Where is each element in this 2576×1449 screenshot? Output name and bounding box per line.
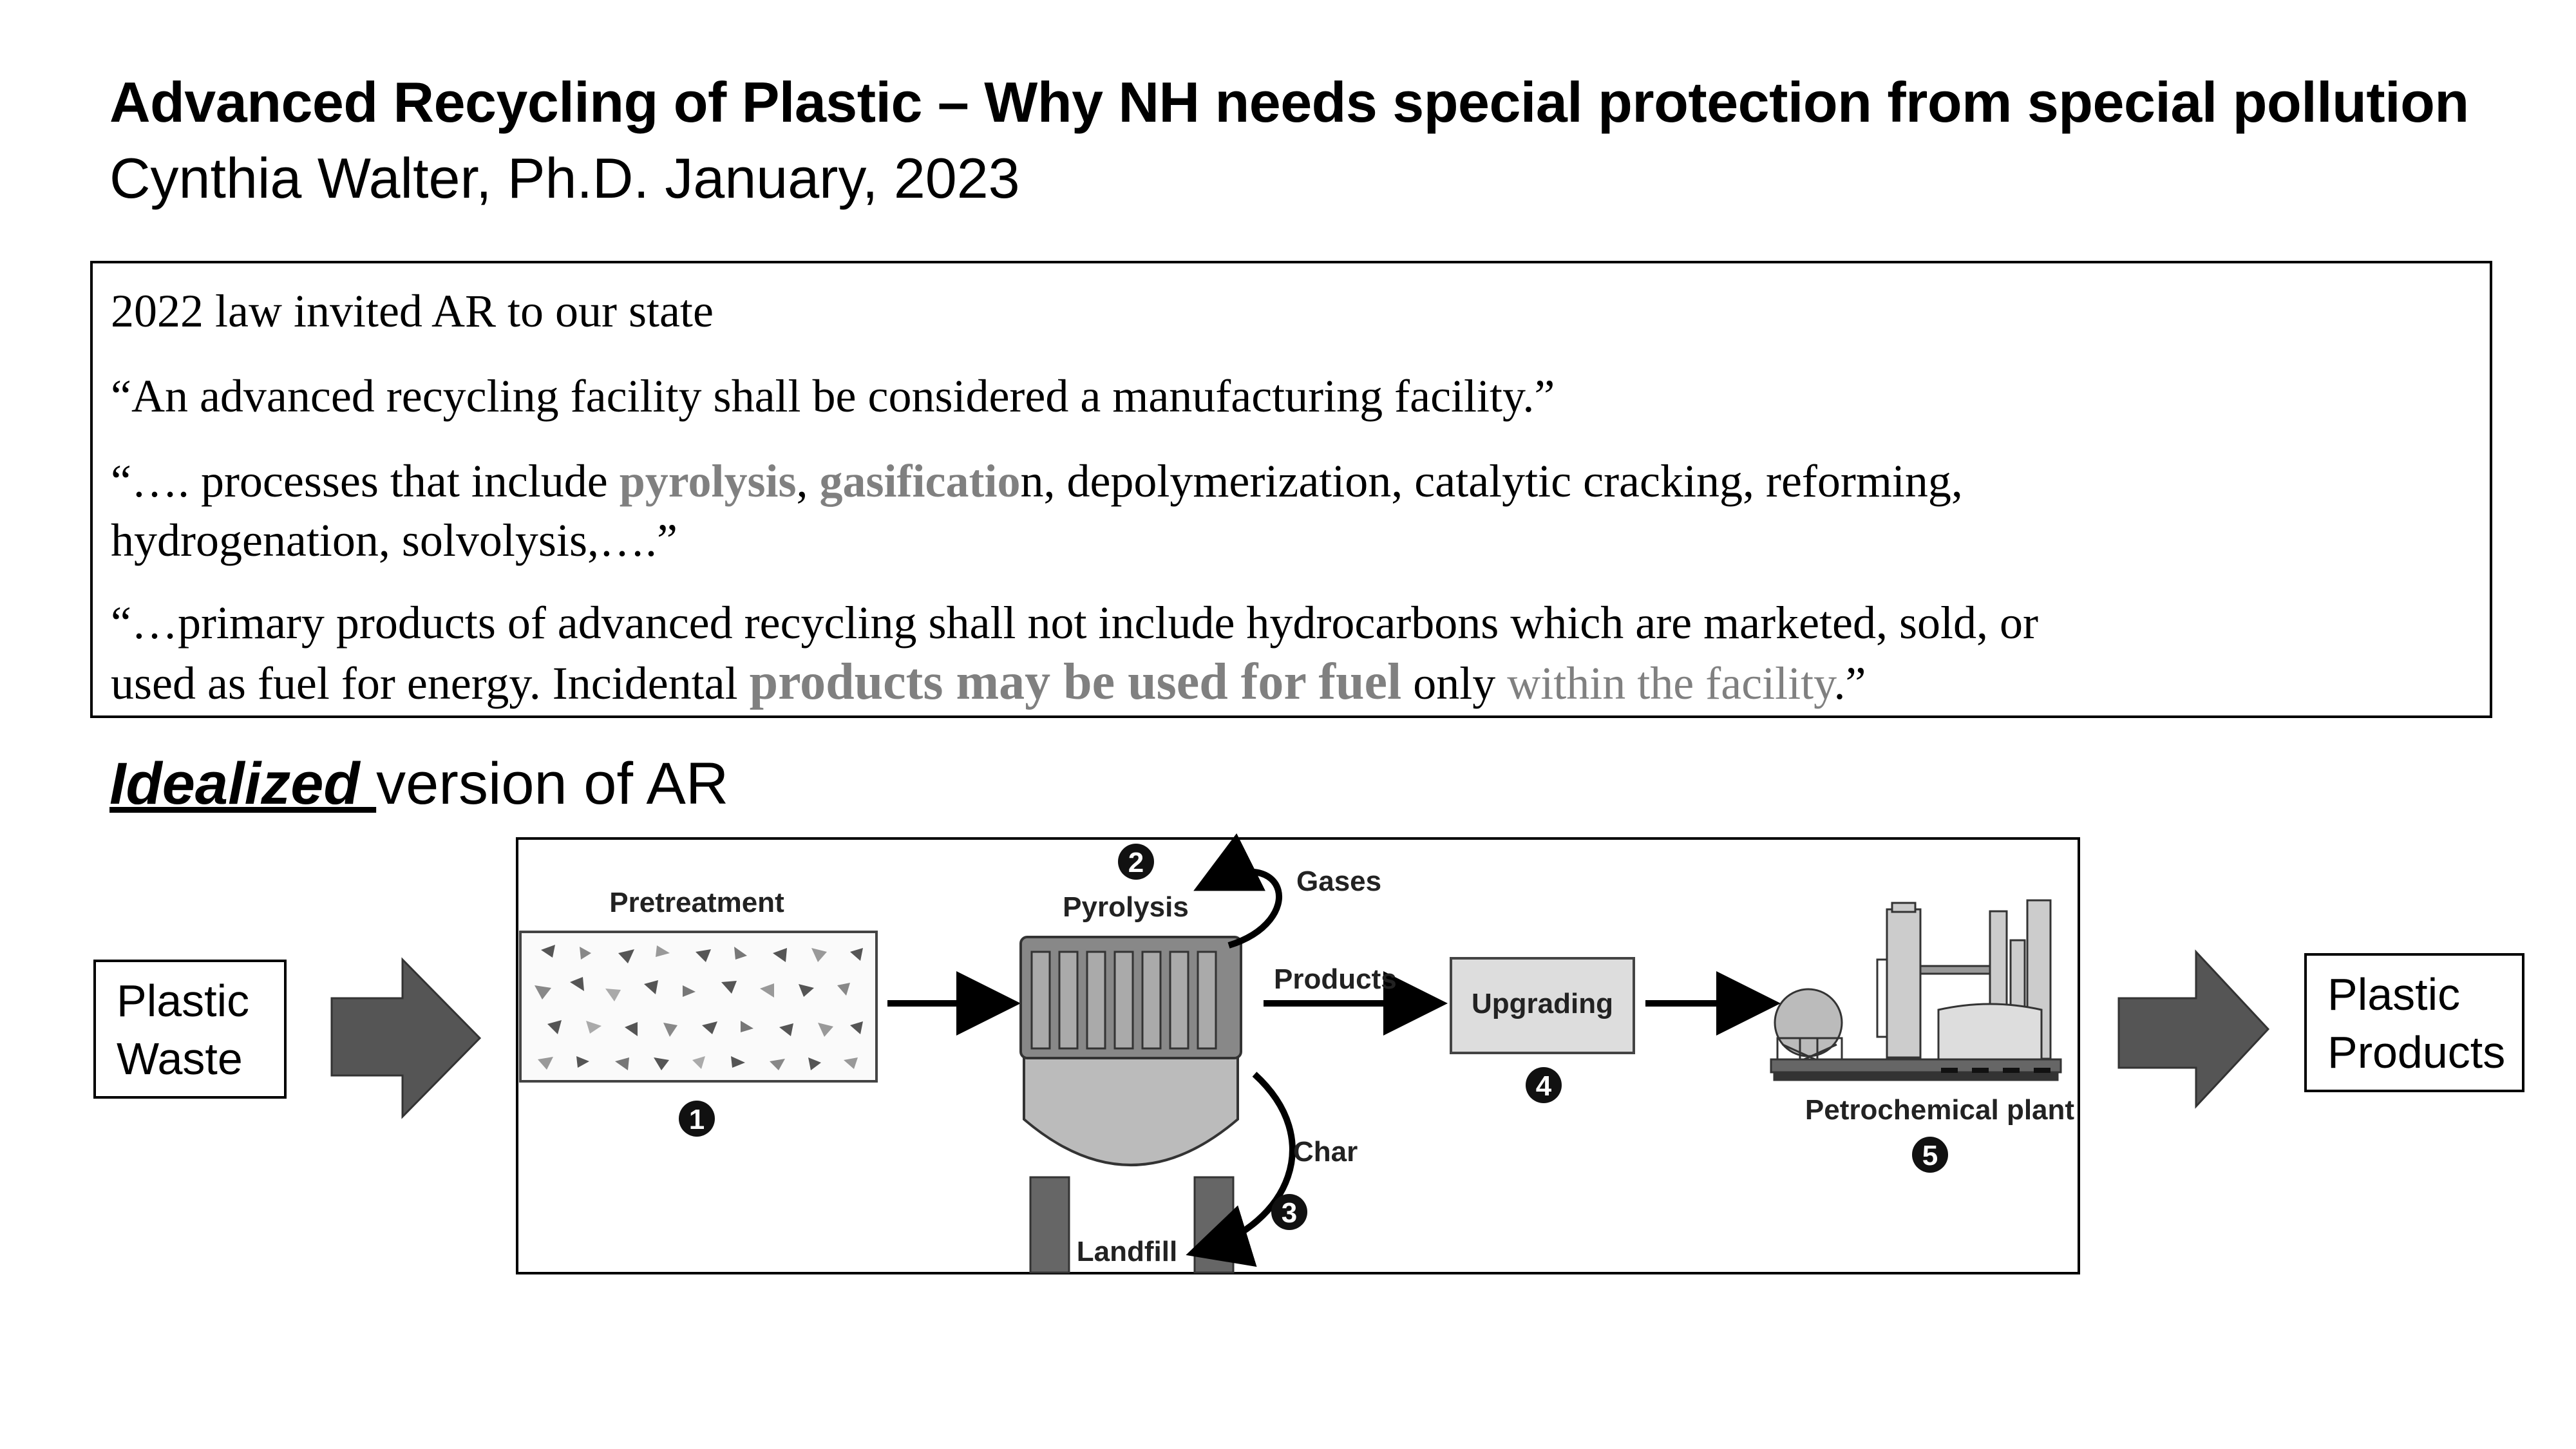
step-5-badge xyxy=(1912,1137,1948,1173)
section-emphasis: Idealized xyxy=(109,751,377,817)
law-line-intro: 2022 law invited AR to our state xyxy=(111,285,714,337)
page-title: Advanced Recycling of Plastic – Why NH n… xyxy=(109,70,2469,134)
term-gasification: gasificatio xyxy=(819,455,1021,507)
upgrading-label: Upgrading xyxy=(1472,988,1613,1019)
gases-arrow xyxy=(1193,833,1282,949)
plastic-waste-line2: Waste xyxy=(117,1034,243,1084)
petrochemical-plant-icon xyxy=(1770,899,2062,1081)
svg-text:5: 5 xyxy=(1922,1140,1938,1171)
pyrolysis-label: Pyrolysis xyxy=(1063,891,1189,923)
products-label: Products xyxy=(1274,963,1397,995)
pyrolysis-reactor-icon xyxy=(1019,936,1242,1274)
output-arrow-icon xyxy=(2117,949,2270,1109)
law-line-products: “…primary products of advanced recycling… xyxy=(111,597,2038,649)
law-line-fuel: used as fuel for energy. Incidental prod… xyxy=(111,654,1866,710)
input-arrow-icon xyxy=(330,957,482,1119)
term-pyrolysis: pyrolysis xyxy=(619,455,797,507)
gases-label: Gases xyxy=(1296,866,1381,897)
petrochemical-label: Petrochemical plant xyxy=(1805,1094,2074,1126)
svg-text:4: 4 xyxy=(1536,1070,1552,1102)
char-label: Char xyxy=(1293,1136,1358,1168)
svg-text:3: 3 xyxy=(1282,1197,1297,1229)
plastic-products-line2: Products xyxy=(2327,1027,2506,1077)
char-arrow xyxy=(1186,1072,1296,1267)
plastic-products-box: Plastic Products xyxy=(2304,953,2524,1092)
law-line-processes: “…. processes that include pyrolysis, ga… xyxy=(111,455,1963,507)
plastic-fragments-icon xyxy=(535,945,863,1070)
section-rest: version of AR xyxy=(376,751,729,817)
law-line-processes-cont: hydrogenation, solvolysis,….” xyxy=(111,515,677,566)
term-within-facility: within the facility xyxy=(1507,658,1834,709)
law-excerpt-box: 2022 law invited AR to our state “An adv… xyxy=(90,261,2492,718)
step-3-badge xyxy=(1271,1194,1307,1230)
step-4-badge xyxy=(1526,1067,1562,1103)
plastic-products-line1: Plastic xyxy=(2327,969,2461,1019)
step-2-badge xyxy=(1118,844,1154,880)
pretreatment-label: Pretreatment xyxy=(609,887,784,918)
landfill-label: Landfill xyxy=(1077,1236,1177,1267)
step-1-badge xyxy=(679,1101,715,1137)
author-date: Cynthia Walter, Ph.D. January, 2023 xyxy=(109,146,1020,210)
law-line-facility: “An advanced recycling facility shall be… xyxy=(111,370,1555,422)
upgrading-box xyxy=(1450,957,1635,1054)
svg-text:1: 1 xyxy=(689,1104,705,1135)
plastic-waste-line1: Plastic xyxy=(117,976,250,1026)
svg-text:2: 2 xyxy=(1128,847,1144,878)
section-heading: Idealized version of AR xyxy=(109,750,728,818)
plastic-waste-box: Plastic Waste xyxy=(93,960,287,1099)
term-products-fuel: products may be used for fuel xyxy=(749,654,1402,710)
